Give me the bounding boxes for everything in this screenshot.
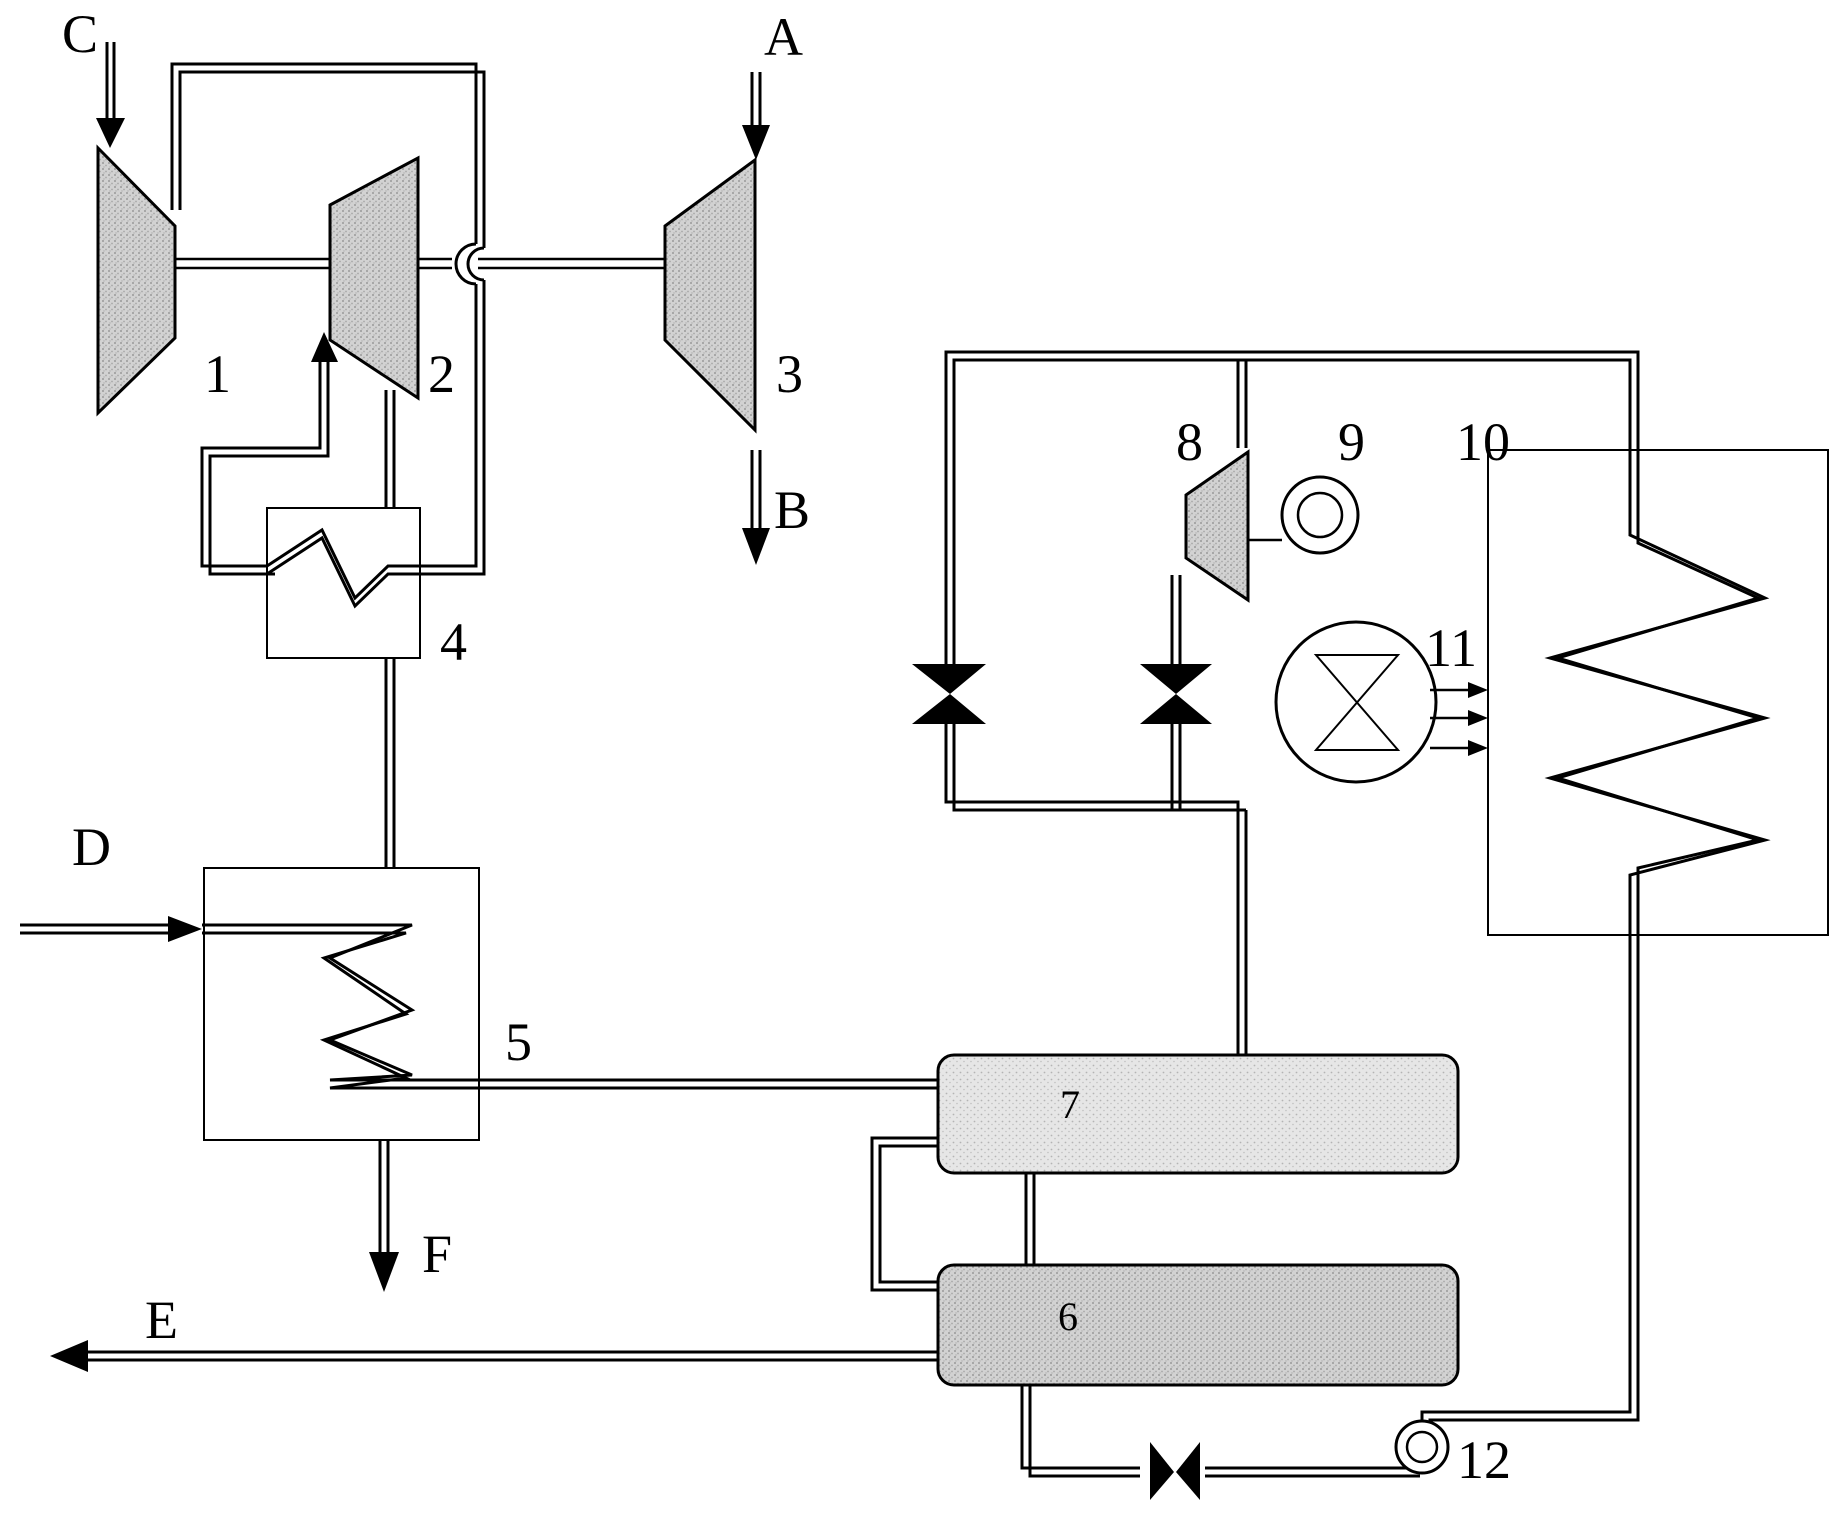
heat-exchanger-5-coil [202, 923, 479, 1082]
label-component-7: 7 [1060, 1082, 1080, 1127]
stream-c-inlet [96, 42, 125, 148]
compressor-1 [96, 144, 177, 417]
valve-left [912, 664, 986, 724]
turbine-2 [328, 155, 420, 401]
recuperator-4 [266, 507, 421, 659]
pump-to-hx10-pipe [1420, 935, 1640, 1422]
vessel-6-to-pump-pipe [1020, 1385, 1420, 1478]
vessel-7-to-loop-pipe [1236, 810, 1248, 1055]
turbine-3 [663, 157, 757, 434]
stream-f-outlet [369, 1140, 399, 1292]
label-stream-b: B [774, 480, 810, 540]
label-stream-d: D [72, 817, 111, 877]
recuperator-4-coil [266, 527, 420, 601]
turbine-2-inlet-pipe [200, 332, 338, 576]
pump-12 [1394, 1419, 1450, 1475]
hx5-to-vessel-7-pipe [479, 1078, 938, 1090]
compressor-8 [1184, 449, 1250, 603]
fan-11 [1274, 620, 1438, 784]
label-component-6: 6 [1058, 1294, 1078, 1339]
label-component-3: 3 [776, 344, 803, 404]
valve-bottom [1150, 1442, 1200, 1500]
stream-a-inlet [742, 72, 770, 160]
fan-11-airflow-arrows [1430, 682, 1488, 756]
label-component-9: 9 [1338, 412, 1365, 472]
label-component-12: 12 [1457, 1430, 1511, 1490]
heat-exchanger-5 [203, 867, 480, 1141]
motor-9 [1248, 475, 1360, 555]
stream-d-inlet [20, 916, 202, 942]
label-component-5: 5 [505, 1012, 532, 1072]
label-component-4: 4 [440, 612, 467, 672]
label-component-8: 8 [1176, 412, 1203, 472]
air-cooled-exchanger-10 [1487, 449, 1829, 936]
label-stream-e: E [145, 1290, 178, 1350]
label-stream-a: A [764, 7, 803, 67]
stream-b-outlet [742, 450, 770, 565]
label-component-11: 11 [1425, 618, 1477, 678]
refrigerant-loop-pipe [944, 350, 1640, 812]
vessel-7 [936, 1053, 1460, 1175]
label-component-10: 10 [1456, 412, 1510, 472]
air-cooled-exchanger-10-coil [1544, 470, 1771, 935]
label-stream-c: C [62, 4, 98, 64]
main-shaft [175, 242, 665, 286]
stream-e-outlet [50, 1340, 938, 1372]
vessel-interconnect-pipes [870, 1136, 1036, 1292]
vessel-6 [936, 1263, 1460, 1387]
label-component-1: 1 [204, 344, 231, 404]
valve-middle [1140, 664, 1212, 724]
label-component-2: 2 [428, 344, 455, 404]
label-stream-f: F [422, 1224, 452, 1284]
turbine-2-exhaust-pipe [384, 390, 396, 868]
compressor-discharge-pipe [170, 62, 486, 576]
